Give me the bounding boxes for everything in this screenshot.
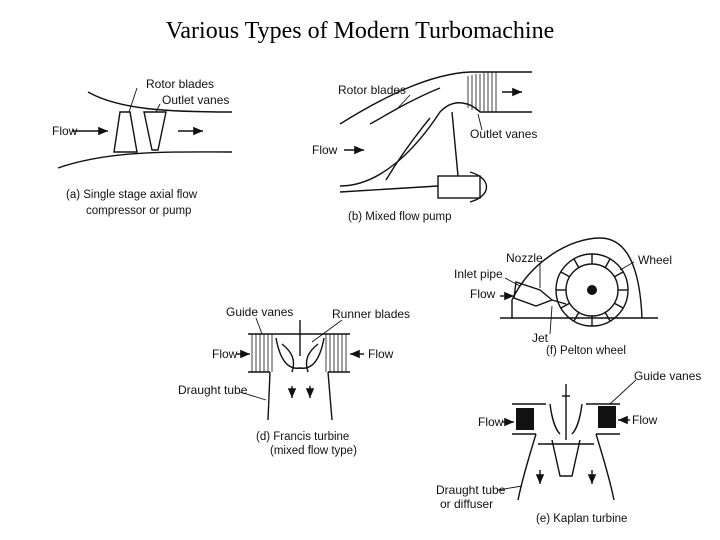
caption: (b) Mixed flow pump	[348, 211, 452, 223]
flow-label: Flow	[312, 143, 338, 157]
flow-left-label: Flow	[478, 415, 504, 429]
rotor-blade-shape	[113, 111, 138, 153]
flow-right-label: Flow	[632, 413, 658, 427]
outlet-vanes-label: Outlet vanes	[162, 93, 229, 107]
wheel-hub	[587, 285, 597, 295]
shaft-motor	[437, 175, 481, 199]
wheel-casing	[511, 237, 643, 319]
rotor-blades-label: Rotor blades	[338, 83, 406, 97]
panel-mixed-flow-pump: Rotor blades Outlet vanes Flow (b) Mixed…	[312, 71, 537, 223]
nozzle-shape	[513, 281, 554, 307]
jet-label: Jet	[532, 331, 549, 345]
rotor-blades-label: Rotor blades	[146, 77, 214, 91]
right-guide-vanes	[325, 334, 347, 372]
outlet-vanes-label: Outlet vanes	[470, 127, 537, 141]
wheel-label: Wheel	[638, 253, 672, 267]
draught-tube-label: Draught tube	[436, 483, 506, 497]
guide-vanes-label: Guide vanes	[226, 305, 293, 319]
left-guide-vanes	[251, 334, 273, 372]
flow-label: Flow	[52, 124, 78, 138]
caption-line-2: compressor or pump	[86, 205, 191, 217]
jet-stream	[551, 299, 567, 305]
panel-pelton-wheel: Nozzle Wheel Inlet pipe Flow Jet (f) Pel…	[454, 237, 672, 357]
flow-right-label: Flow	[368, 347, 394, 361]
caption: (f) Pelton wheel	[546, 345, 626, 357]
guide-vanes-label: Guide vanes	[634, 369, 701, 383]
inlet-pipe-label: Inlet pipe	[454, 267, 503, 281]
panel-kaplan-turbine: Guide vanes Flow Flow Draught tube or di…	[436, 369, 701, 525]
outlet-vanes-hatch	[467, 72, 497, 112]
runner-blades-label: Runner blades	[332, 307, 410, 321]
diffuser-label: or diffuser	[440, 497, 493, 511]
caption-line-1: (a) Single stage axial flow	[66, 189, 198, 201]
panel-axial-compressor: Rotor blades Outlet vanes Flow (a) Singl…	[52, 77, 233, 217]
draught-tube-label: Draught tube	[178, 383, 248, 397]
flow-label: Flow	[470, 287, 496, 301]
page-title: Various Types of Modern Turbomachine	[165, 18, 555, 44]
hub	[551, 439, 581, 477]
outlet-vane-shape	[143, 111, 167, 151]
caption: (e) Kaplan turbine	[536, 513, 627, 525]
caption-line-2: (mixed flow type)	[270, 445, 357, 457]
flow-left-label: Flow	[212, 347, 238, 361]
right-guide-vanes	[598, 406, 616, 428]
wheel-buckets	[556, 254, 628, 326]
nozzle-label: Nozzle	[506, 251, 543, 265]
panel-francis-turbine: Guide vanes Runner blades Flow Flow Drau…	[178, 305, 410, 457]
caption-line-1: (d) Francis turbine	[256, 431, 349, 443]
runner	[275, 337, 325, 369]
left-guide-vanes	[516, 408, 534, 430]
